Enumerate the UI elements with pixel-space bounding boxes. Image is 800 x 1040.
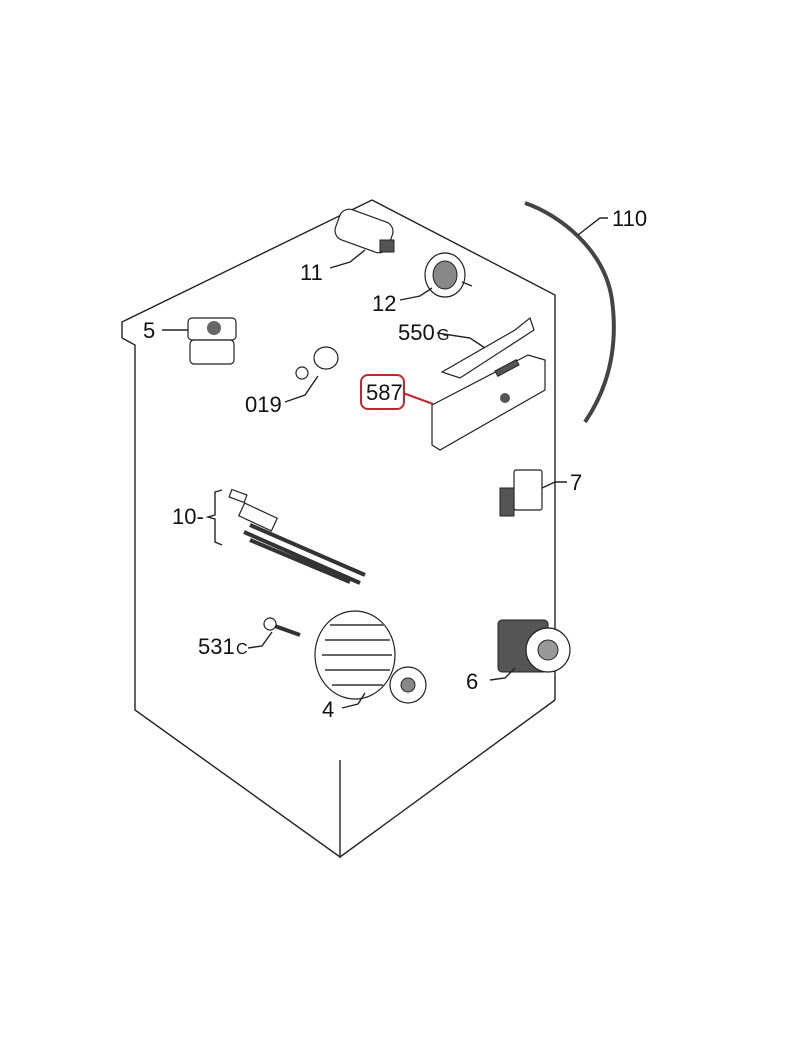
label-587[interactable]: 587	[366, 380, 403, 405]
label-110[interactable]: 110	[612, 206, 647, 231]
label-550[interactable]: 550	[398, 320, 435, 345]
label-019[interactable]: 019	[245, 392, 282, 417]
part-10-heater: 10-	[172, 488, 366, 585]
part-019-sensor: 019	[245, 346, 339, 417]
part-12-pressure-switch: 12	[372, 252, 473, 316]
part-587-control-board: 587	[360, 354, 546, 451]
part-110-wire: 110	[524, 201, 647, 424]
part-11-capacitor: 11	[300, 208, 395, 285]
part-531C-screw: 531 C	[198, 617, 301, 659]
label-6[interactable]: 6	[466, 669, 478, 694]
part-4-motor: 4	[314, 610, 427, 722]
part-5-valve: 5	[143, 317, 237, 365]
label-5[interactable]: 5	[143, 318, 155, 343]
label-4[interactable]: 4	[322, 697, 334, 722]
part-6-drain-pump: 6	[466, 619, 571, 694]
label-531-suffix[interactable]: C	[236, 641, 248, 658]
label-531[interactable]: 531	[198, 634, 235, 659]
label-550-suffix[interactable]: G	[437, 327, 449, 344]
label-11[interactable]: 11	[300, 260, 323, 285]
highlight-box	[360, 374, 405, 410]
label-10[interactable]: 10-	[172, 504, 204, 529]
cabinet-outline	[121, 199, 556, 859]
part-7-door-lock: 7	[499, 469, 582, 517]
label-7[interactable]: 7	[570, 470, 582, 495]
part-550G-cover: 550 G	[398, 316, 535, 379]
label-12[interactable]: 12	[372, 291, 396, 316]
